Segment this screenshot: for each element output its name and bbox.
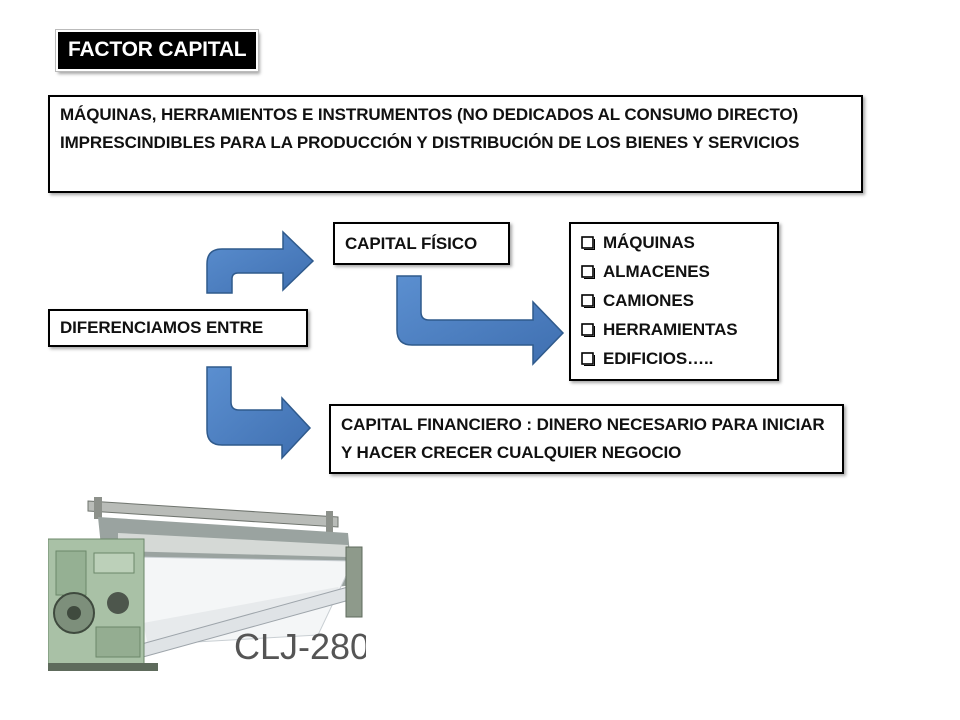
list-item: HERRAMIENTAS [581,315,767,344]
list-item-label: MÁQUINAS [603,233,695,252]
list-item: EDIFICIOS….. [581,344,767,373]
capital-fisico-box: CAPITAL FÍSICO [333,222,510,265]
list-item-label: CAMIONES [603,291,694,310]
physical-items-box: MÁQUINAS ALMACENES CAMIONES HERRAMIENTAS… [569,222,779,381]
slide-title: FACTOR CAPITAL [54,29,260,72]
list-item-label: HERRAMIENTAS [603,320,738,339]
list-item: ALMACENES [581,257,767,286]
capital-financiero-box: CAPITAL FINANCIERO : DINERO NECESARIO PA… [329,404,844,474]
checkbox-square-icon [581,235,595,250]
photo-label: CLJ-280 [234,626,366,667]
list-item-label: ALMACENES [603,262,710,281]
checkbox-square-icon [581,264,595,279]
checkbox-square-icon [581,322,595,337]
arrow-to-capital-financiero [206,366,312,460]
arrow-to-capital-fisico [206,230,315,294]
list-item-label: EDIFICIOS….. [603,349,714,368]
diferenciamos-box: DIFERENCIAMOS ENTRE [48,309,308,347]
definition-box: MÁQUINAS, HERRAMIENTOS E INSTRUMENTOS (N… [48,95,863,193]
checkbox-square-icon [581,351,595,366]
list-item: CAMIONES [581,286,767,315]
checkbox-square-icon [581,293,595,308]
list-item: MÁQUINAS [581,228,767,257]
textile-loom-photo: CLJ-280 [48,495,366,673]
arrow-to-items-list [396,275,565,366]
